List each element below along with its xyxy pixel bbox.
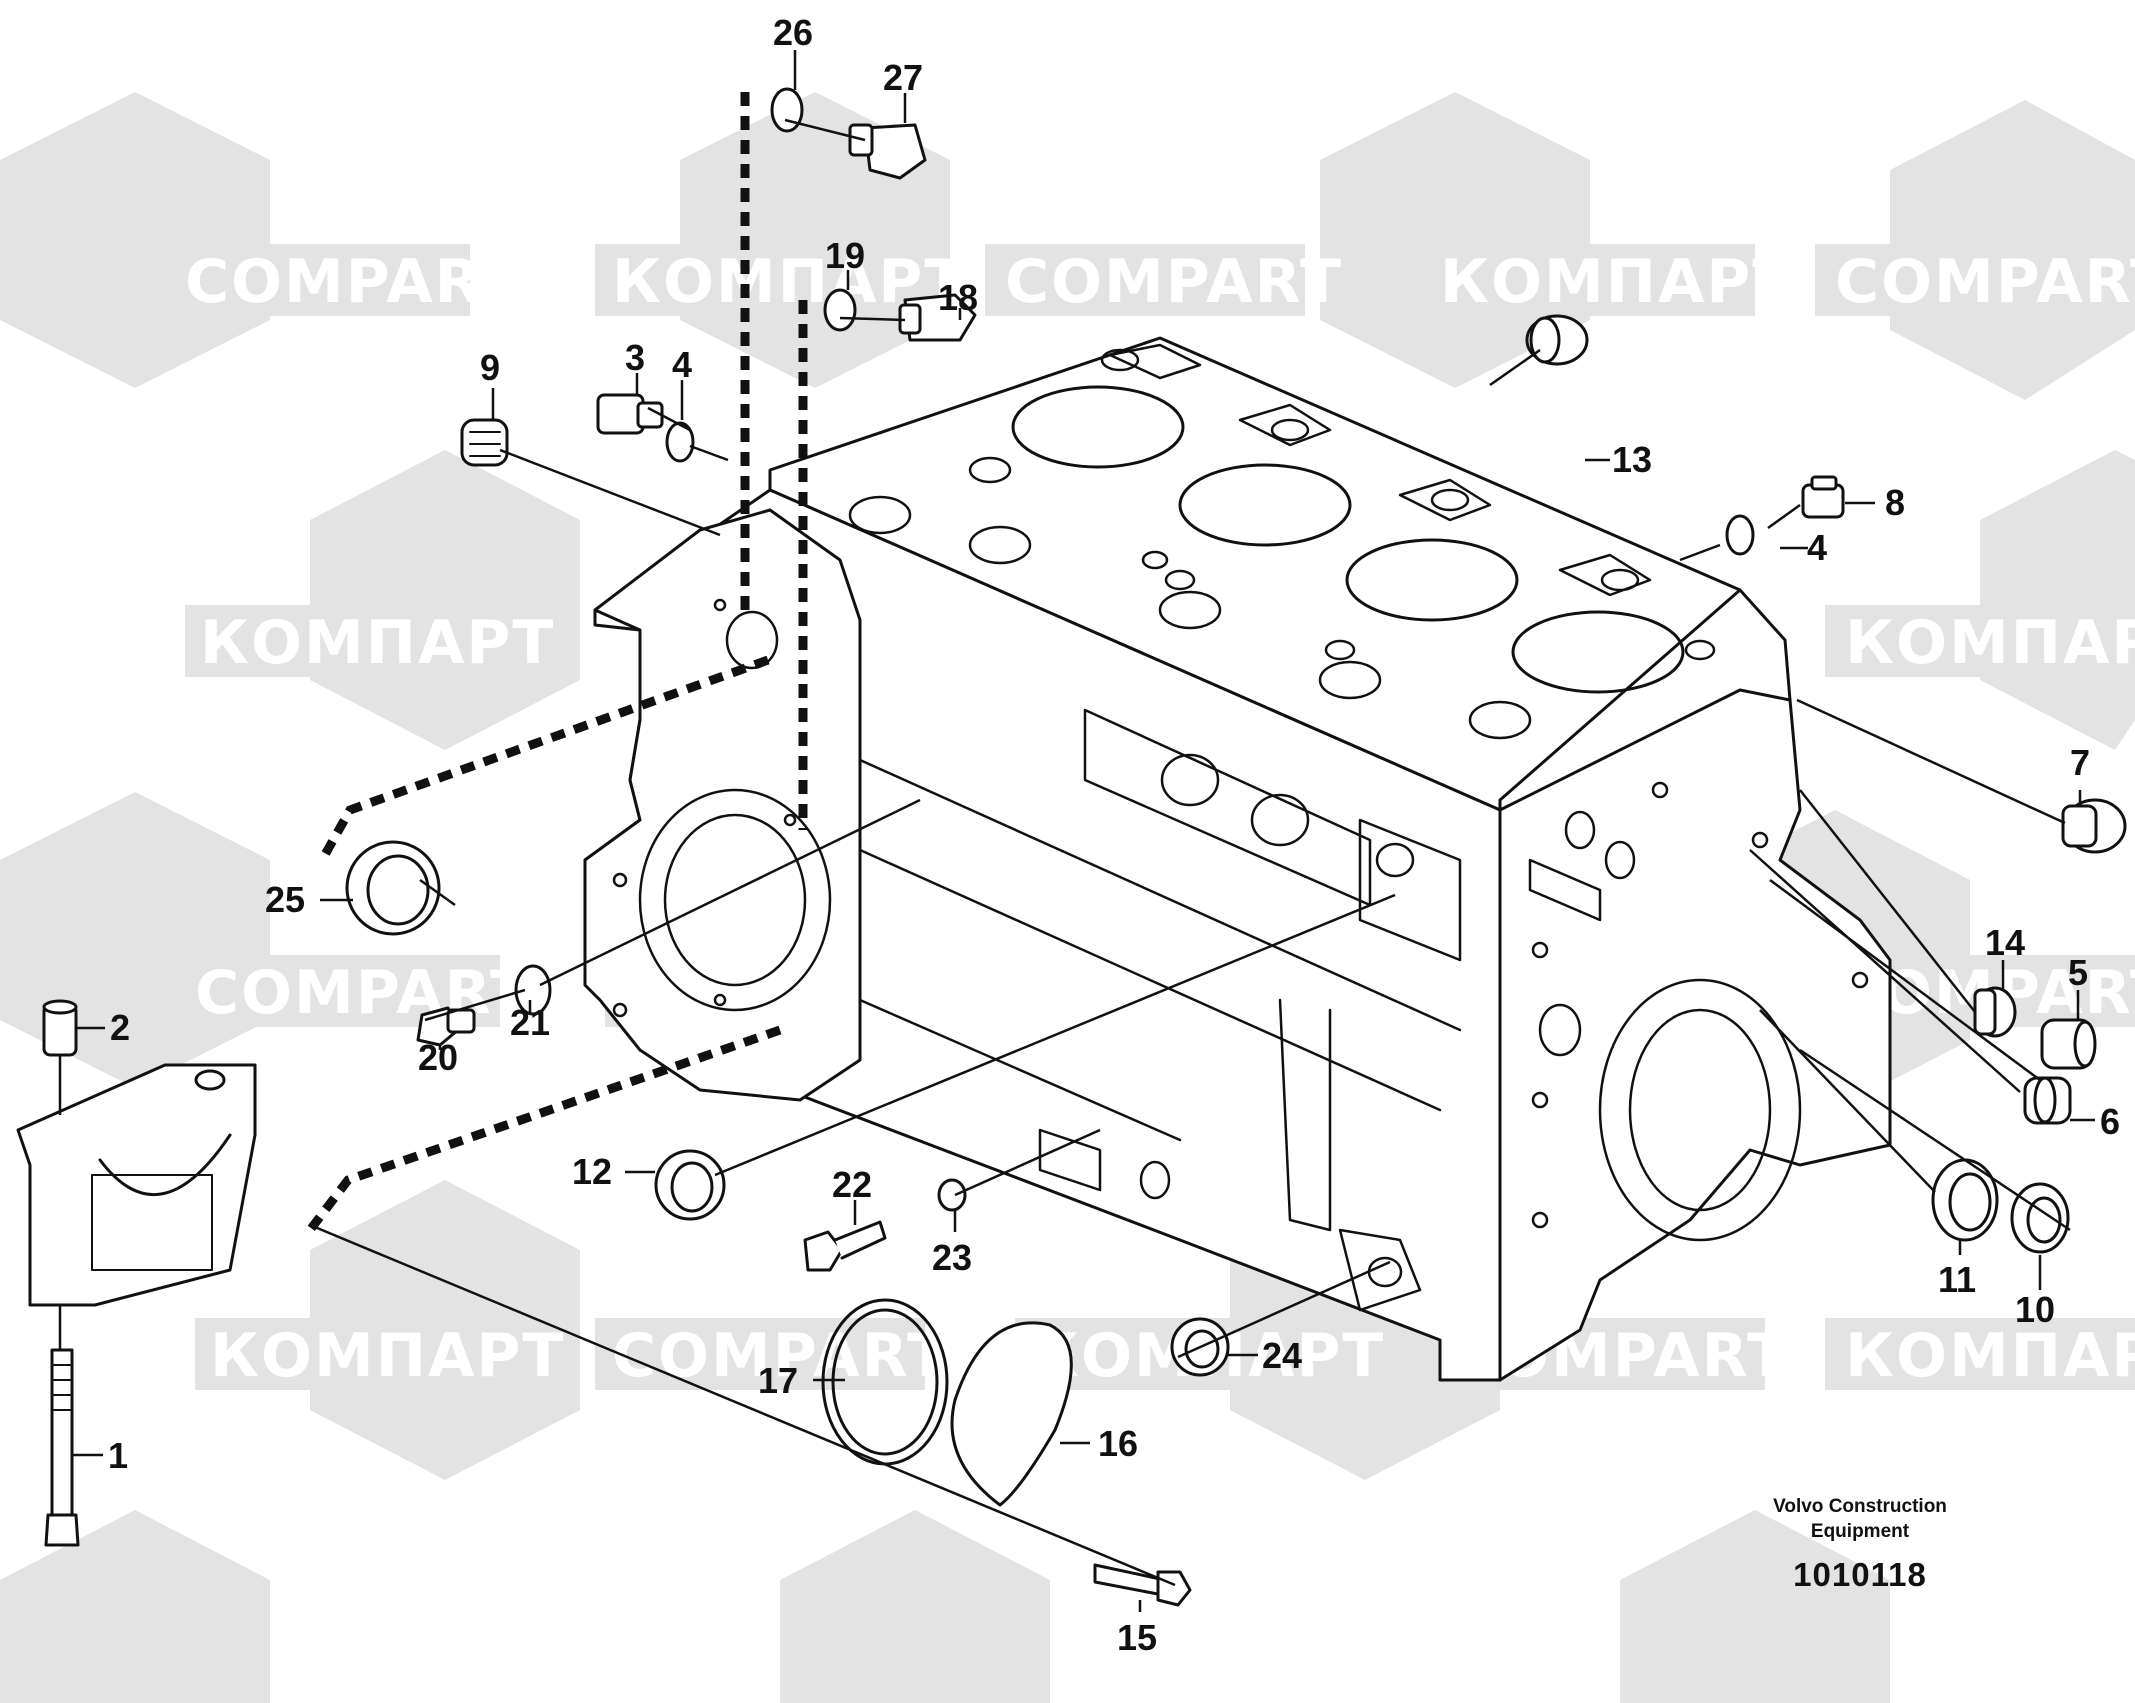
diagram-code: 1010118 [1793,1556,1927,1593]
callout-21: 21 [510,1002,550,1043]
cap-14 [1973,986,2017,1038]
callout-6: 6 [2100,1101,2120,1142]
callout-22: 22 [832,1164,872,1205]
assembly-dashed-lines [306,92,808,1233]
engine-block [583,336,1892,1382]
washer-21 [514,964,552,1016]
washer-23 [937,1178,967,1212]
callout-10: 10 [2015,1289,2055,1330]
washer-19 [823,288,857,332]
callout-23: 23 [932,1237,972,1278]
leader-lines [58,118,2071,1587]
plug-13 [1525,314,1589,366]
callout-16: 16 [1098,1423,1138,1464]
svg-text:COMPART: COMPART [185,247,523,317]
callout-27: 27 [883,57,923,98]
bolt-18 [898,293,977,342]
callout-3: 3 [625,337,645,378]
parts-layer [16,87,2127,1607]
seal-10 [2010,1182,2070,1254]
plug-5 [2040,1018,2097,1070]
callout-11: 11 [1938,1259,1976,1300]
plug-7 [2061,798,2127,854]
svg-text:COMPART: COMPART [195,958,533,1028]
deck-holes [848,343,1716,740]
washer-4b [1725,514,1755,556]
main-bearing-cap [16,1063,257,1307]
callout-4b: 4 [1807,527,1827,568]
bolt-15 [1093,1563,1192,1607]
plug-9 [460,418,509,467]
callout-17: 17 [758,1360,798,1401]
callout-7: 7 [2070,742,2090,783]
callout-12: 12 [572,1151,612,1192]
callout-18: 18 [938,277,978,318]
callout-15: 15 [1117,1617,1157,1658]
callout-26: 26 [773,12,813,53]
right-face-details [1528,781,1869,1242]
manufacturer-line-1: Volvo Construction [1773,1496,1947,1517]
dowel-sleeve [42,999,78,1057]
washer-26 [770,87,804,133]
cylinder-bores [1011,385,1685,694]
callout-ticks [73,50,2095,1612]
callout-4a: 4 [672,344,692,385]
svg-text:COMPART: COMPART [612,1321,950,1391]
plug-6 [2023,1076,2072,1125]
seal-25 [345,840,441,936]
seal-11 [1931,1158,1999,1242]
callout-13: 13 [1612,439,1652,480]
callout-24: 24 [1262,1335,1302,1376]
callouts: 1 2 3 4 4 5 6 7 8 9 10 11 12 13 14 15 16… [73,12,2120,1658]
plug-3 [596,393,664,435]
callout-8: 8 [1885,482,1905,523]
seal-12 [654,1149,726,1221]
svg-text:COMPART: COMPART [1005,247,1343,317]
front-face-details [858,708,1462,1312]
svg-text:КОМПАРТ: КОМПАРТ [210,1321,565,1391]
cover-16 [950,1321,1073,1507]
manufacturer-caption: Volvo Construction Equipment [1700,1494,2020,1544]
svg-text:КОМПАРТ: КОМПАРТ [1845,1321,2135,1391]
manufacturer-line-2: Equipment [1810,1521,1910,1542]
washer-4a [665,421,695,463]
callout-2: 2 [110,1007,130,1048]
callout-5: 5 [2068,952,2088,993]
dashed-path-25 [318,655,770,863]
svg-text:КОМПАРТ: КОМПАРТ [1845,608,2135,678]
svg-text:КОМПАРТ: КОМПАРТ [200,608,555,678]
callout-19: 19 [825,235,865,276]
callout-9: 9 [480,347,500,388]
callout-1: 1 [108,1435,128,1476]
svg-text:КОМПАРТ: КОМПАРТ [1440,247,1795,317]
block-right-face [1498,688,1892,1382]
svg-text:COMPART: COMPART [1835,247,2135,317]
callout-14: 14 [1985,922,2025,963]
callout-25: 25 [265,879,305,920]
dashed-path-17 [306,1025,782,1233]
end-plate-details [612,598,832,1018]
main-bearing-bolt [44,1348,80,1547]
bolt-22 [803,1220,887,1272]
callout-20: 20 [418,1037,458,1078]
plug-8 [1801,475,1845,519]
